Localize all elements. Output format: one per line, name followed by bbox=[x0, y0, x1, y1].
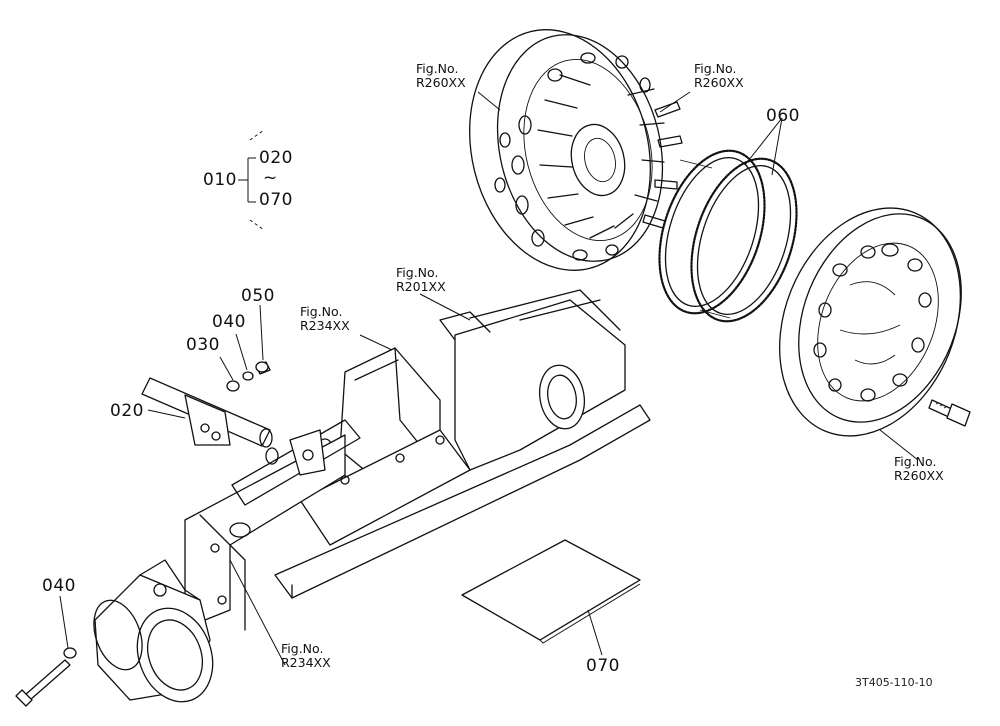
upper-wheel-hub bbox=[469, 29, 683, 271]
sheet-070 bbox=[461, 539, 641, 641]
label-040-lower: 040 bbox=[42, 576, 76, 596]
ring-gear-pair bbox=[658, 149, 798, 323]
figref-center-body: Fig.No.R201XX bbox=[396, 265, 446, 295]
label-040-upper: 040 bbox=[212, 312, 246, 332]
label-030: 030 bbox=[186, 335, 220, 355]
lower-wheel-hub bbox=[778, 207, 971, 437]
label-010: 010 bbox=[203, 170, 237, 190]
drawing-code: 3T405-110-10 bbox=[855, 676, 933, 689]
label-060: 060 bbox=[766, 106, 800, 126]
label-070: 070 bbox=[586, 656, 620, 676]
front-coupling-housing bbox=[15, 559, 214, 707]
label-range-020: 020 bbox=[259, 148, 293, 168]
label-range-tilde: ~ bbox=[263, 168, 278, 188]
label-050: 050 bbox=[241, 286, 275, 306]
stand-bracket bbox=[141, 361, 273, 448]
figref-axle-housing-lower: Fig.No.R234XX bbox=[281, 641, 331, 671]
figref-axle-housing-upper: Fig.No.R234XX bbox=[300, 304, 350, 334]
label-range-070: 070 bbox=[259, 190, 293, 210]
axle-housing-assembly bbox=[184, 289, 651, 631]
leader-lines bbox=[59, 91, 919, 666]
figref-upper-hub-left: Fig.No.R260XX bbox=[416, 61, 466, 91]
hub-bolt bbox=[928, 399, 971, 427]
figref-upper-hub-right: Fig.No.R260XX bbox=[694, 61, 744, 91]
label-020: 020 bbox=[110, 401, 144, 421]
figref-lower-hub: Fig.No.R260XX bbox=[894, 454, 944, 484]
